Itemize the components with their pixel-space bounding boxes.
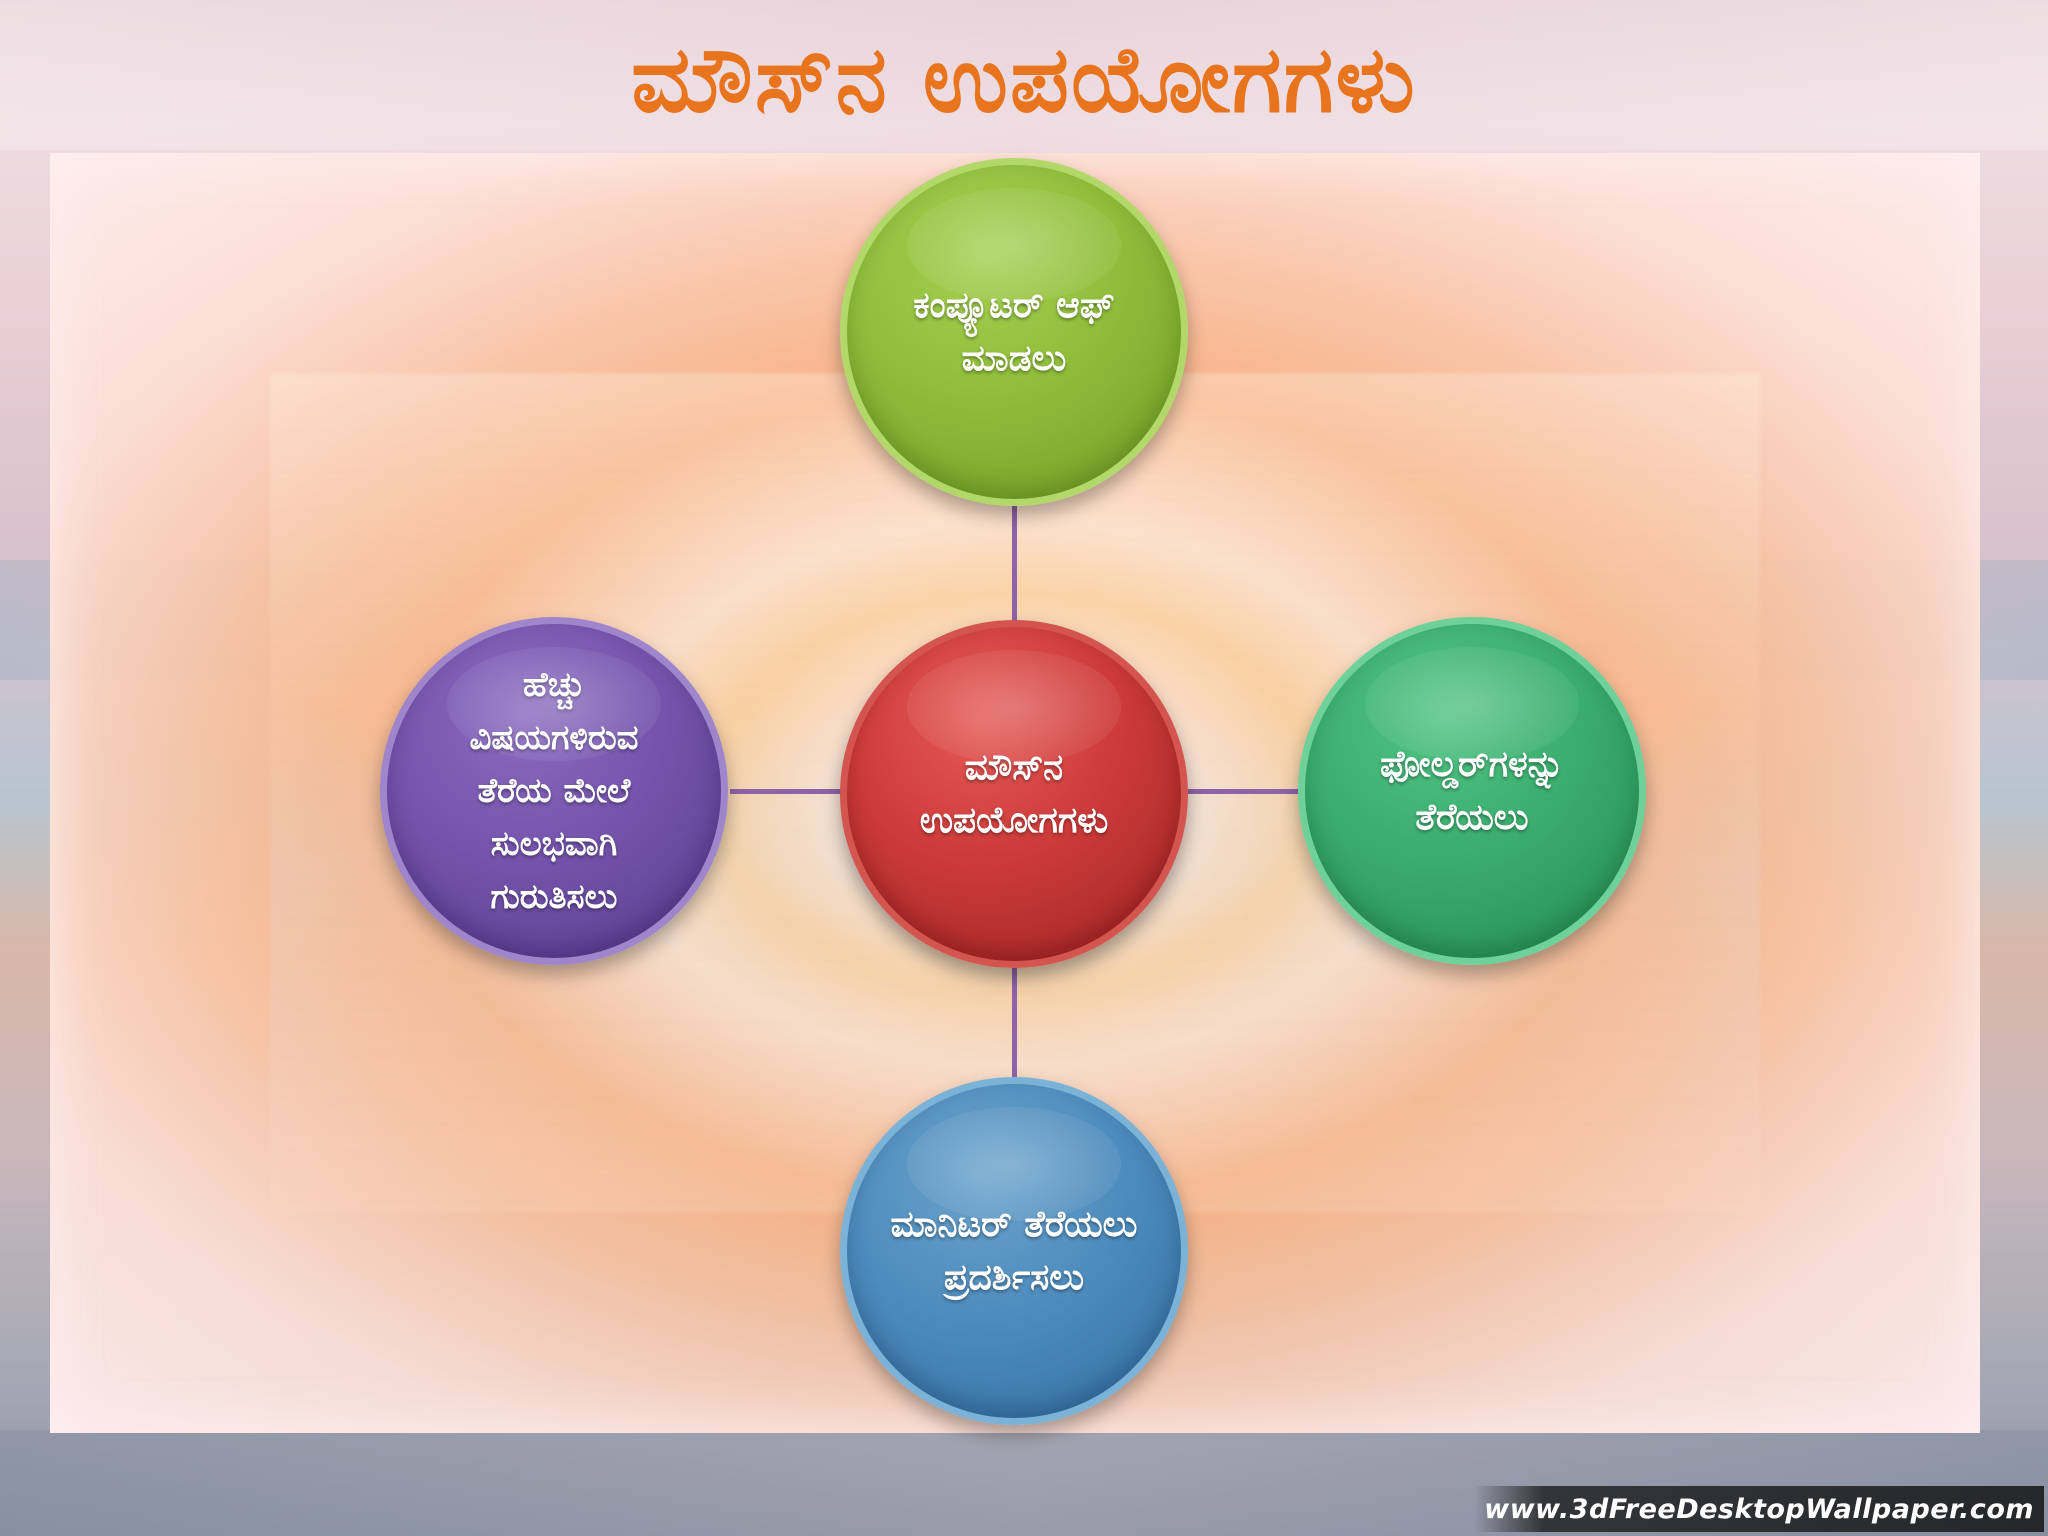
node-center: ಮೌಸ್‌ನ ಉಪಯೋಗಗಳು bbox=[840, 620, 1188, 968]
node-bottom: ಮಾನಿಟರ್ ತೆರೆಯಲು ಪ್ರದರ್ಶಿಸಲು bbox=[840, 1077, 1188, 1425]
page-title: ಮೌಸ್‌ನ ಉಪಯೋಗಗಳು bbox=[631, 26, 1417, 133]
node-right: ಫೋಲ್ಡರ್‌ಗಳನ್ನು ತೆರೆಯಲು bbox=[1298, 617, 1646, 965]
node-left-label: ಹೆಚ್ಚು ವಿಷಯಗಳಿರುವ ತೆರೆಯ ಮೇಲೆ ಸುಲಭವಾಗಿ ಗು… bbox=[469, 664, 639, 917]
node-left: ಹೆಚ್ಚು ವಿಷಯಗಳಿರುವ ತೆರೆಯ ಮೇಲೆ ಸುಲಭವಾಗಿ ಗು… bbox=[380, 617, 728, 965]
connector-top bbox=[1012, 505, 1017, 621]
node-top: ಕಂಪ್ಯೂಟರ್ ಆಫ್ ಮಾಡಲು bbox=[840, 158, 1188, 506]
watermark-text: www.3dFreeDesktopWallpaper.com bbox=[1484, 1493, 2034, 1525]
connector-left bbox=[730, 789, 842, 794]
connector-right bbox=[1188, 789, 1300, 794]
node-right-label: ಫೋಲ್ಡರ್‌ಗಳನ್ನು ತೆರೆಯಲು bbox=[1379, 744, 1565, 838]
node-center-label: ಮೌಸ್‌ನ ಉಪಯೋಗಗಳು bbox=[919, 747, 1109, 841]
node-top-label: ಕಂಪ್ಯೂಟರ್ ಆಫ್ ಮಾಡಲು bbox=[913, 285, 1115, 379]
node-bottom-label: ಮಾನಿಟರ್ ತೆರೆಯಲು ಪ್ರದರ್ಶಿಸಲು bbox=[890, 1204, 1138, 1298]
watermark: www.3dFreeDesktopWallpaper.com bbox=[1474, 1486, 2044, 1532]
connector-bottom bbox=[1012, 967, 1017, 1079]
